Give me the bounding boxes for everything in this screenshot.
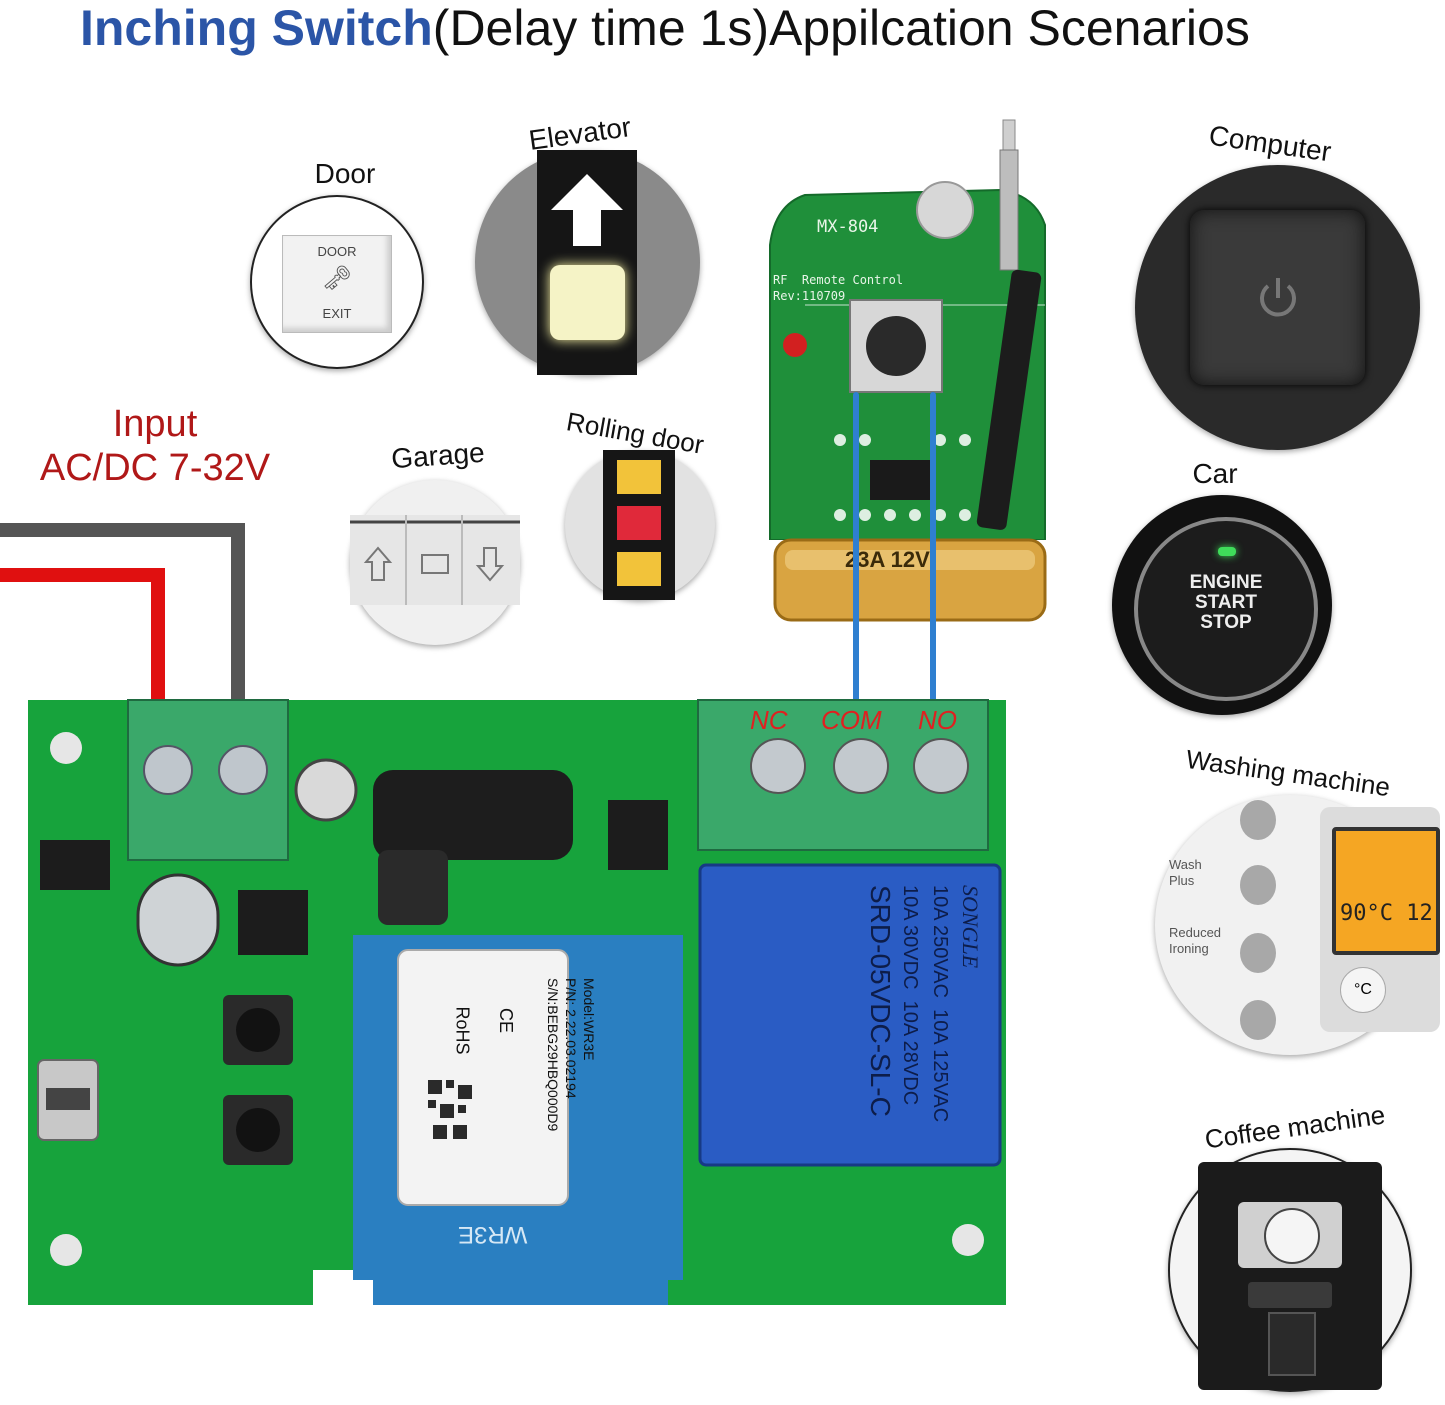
ce-mark: CE [496,1007,517,1034]
computer-label: Computer [1207,119,1334,168]
rohs-mark: RoHS [452,1006,473,1055]
door-button-top-text: DOOR [317,244,357,259]
relay-module-pcb: Model:WR3E P/N: 2.22.03.02194 S/N:BEBG29… [28,699,1006,1305]
car-start-stop-text: ENGINE START STOP [1189,572,1263,633]
rolling-stop-button [617,506,661,540]
washing-display: 90°C 12 [1332,827,1440,955]
relay-label: SONGLE 10A 250VAC 10A 125VAC 10A 30VDC 1… [700,865,1000,1165]
blue-wire-com [853,392,859,704]
up-arrow-icon [551,174,623,246]
wash-button-1 [1240,800,1276,840]
wash-button-2 [1240,865,1276,905]
page-title: Inching Switch(Delay time 1s)Appilcation… [80,0,1445,60]
input-label-line2: AC/DC 7-32V [39,447,271,489]
car-label: Car [1192,458,1238,489]
terminal-com-label: COM [821,705,882,735]
elevator-light [550,265,625,340]
rolling-up-button [617,460,661,494]
relay-brand-text: SONGLE [958,885,983,969]
garage-scenario-image [350,480,520,645]
blue-wire-no [930,392,936,704]
title-rest: (Delay time 1s)Appilcation Scenarios [432,0,1250,56]
wash-button-3 [1240,933,1276,973]
remote-control-pcb: MX-804 RF Remote Control Rev:110709 23A … [745,119,1050,635]
battery-label: 23A 12V [845,547,930,572]
relay-model-text: SRD-05VDC-SL-C [865,885,896,1117]
remote-label-line1: RF Remote Control [773,273,904,287]
door-scenario-image: DOOR 🗝 EXIT [250,195,424,369]
terminal-screw-com [833,738,889,794]
washing-machine-scenario-image: Wash Plus Reduced Ironing 90°C 12 °C [1155,795,1440,1055]
celsius-button: °C [1340,967,1386,1013]
key-icon: 🗝 [321,265,353,292]
remote-model-text: MX-804 [817,217,879,237]
rolling-down-button [617,552,661,586]
title-highlight: Inching Switch [80,0,433,56]
washing-display-text: 90°C 12 [1340,901,1433,926]
coffee-machine-scenario-image [1168,1148,1412,1392]
remote-antenna [976,119,1042,530]
elevator-scenario-image [475,150,700,375]
door-label: Door [314,158,376,189]
relay-rating-line1: 10A 250VAC 10A 125VAC [929,885,951,1123]
computer-scenario-image [1135,165,1420,450]
car-indicator-light [1218,547,1236,556]
module-pn-text: P/N: 2.22.03.02194 [563,978,579,1099]
input-wires [0,523,245,700]
remote-label-line2: Rev:110709 [773,289,846,303]
wifi-module-label: Model:WR3E P/N: 2.22.03.02194 S/N:BEBG29… [398,950,597,1205]
wash-button-4 [1240,1000,1276,1040]
door-button-bottom-text: EXIT [322,306,352,321]
wash-plus-text: Wash Plus [1169,857,1202,888]
input-label-line1: Input [112,403,198,445]
reduced-ironing-text: Reduced Ironing [1169,925,1222,956]
power-icon [1260,278,1296,317]
module-board-text: WR3E [458,1221,528,1248]
terminal-screw-nc [750,738,806,794]
rolling-door-scenario-image [565,450,715,600]
terminal-screw-no [913,738,969,794]
terminal-no-label: NO [918,705,957,735]
door-exit-button: DOOR 🗝 EXIT [282,235,392,333]
module-sn-text: S/N:BEBG29HBQ000D9 [545,978,561,1132]
computer-power-button [1190,210,1365,385]
relay-rating-line2: 10A 30VDC 10A 28VDC [899,885,921,1106]
module-model-text: Model:WR3E [581,978,597,1061]
car-scenario-image: ENGINE START STOP [1112,495,1332,715]
terminal-nc-label: NC [750,705,788,735]
input-label: Input AC/DC 7-32V [10,402,300,490]
garage-label: Garage [390,436,486,475]
